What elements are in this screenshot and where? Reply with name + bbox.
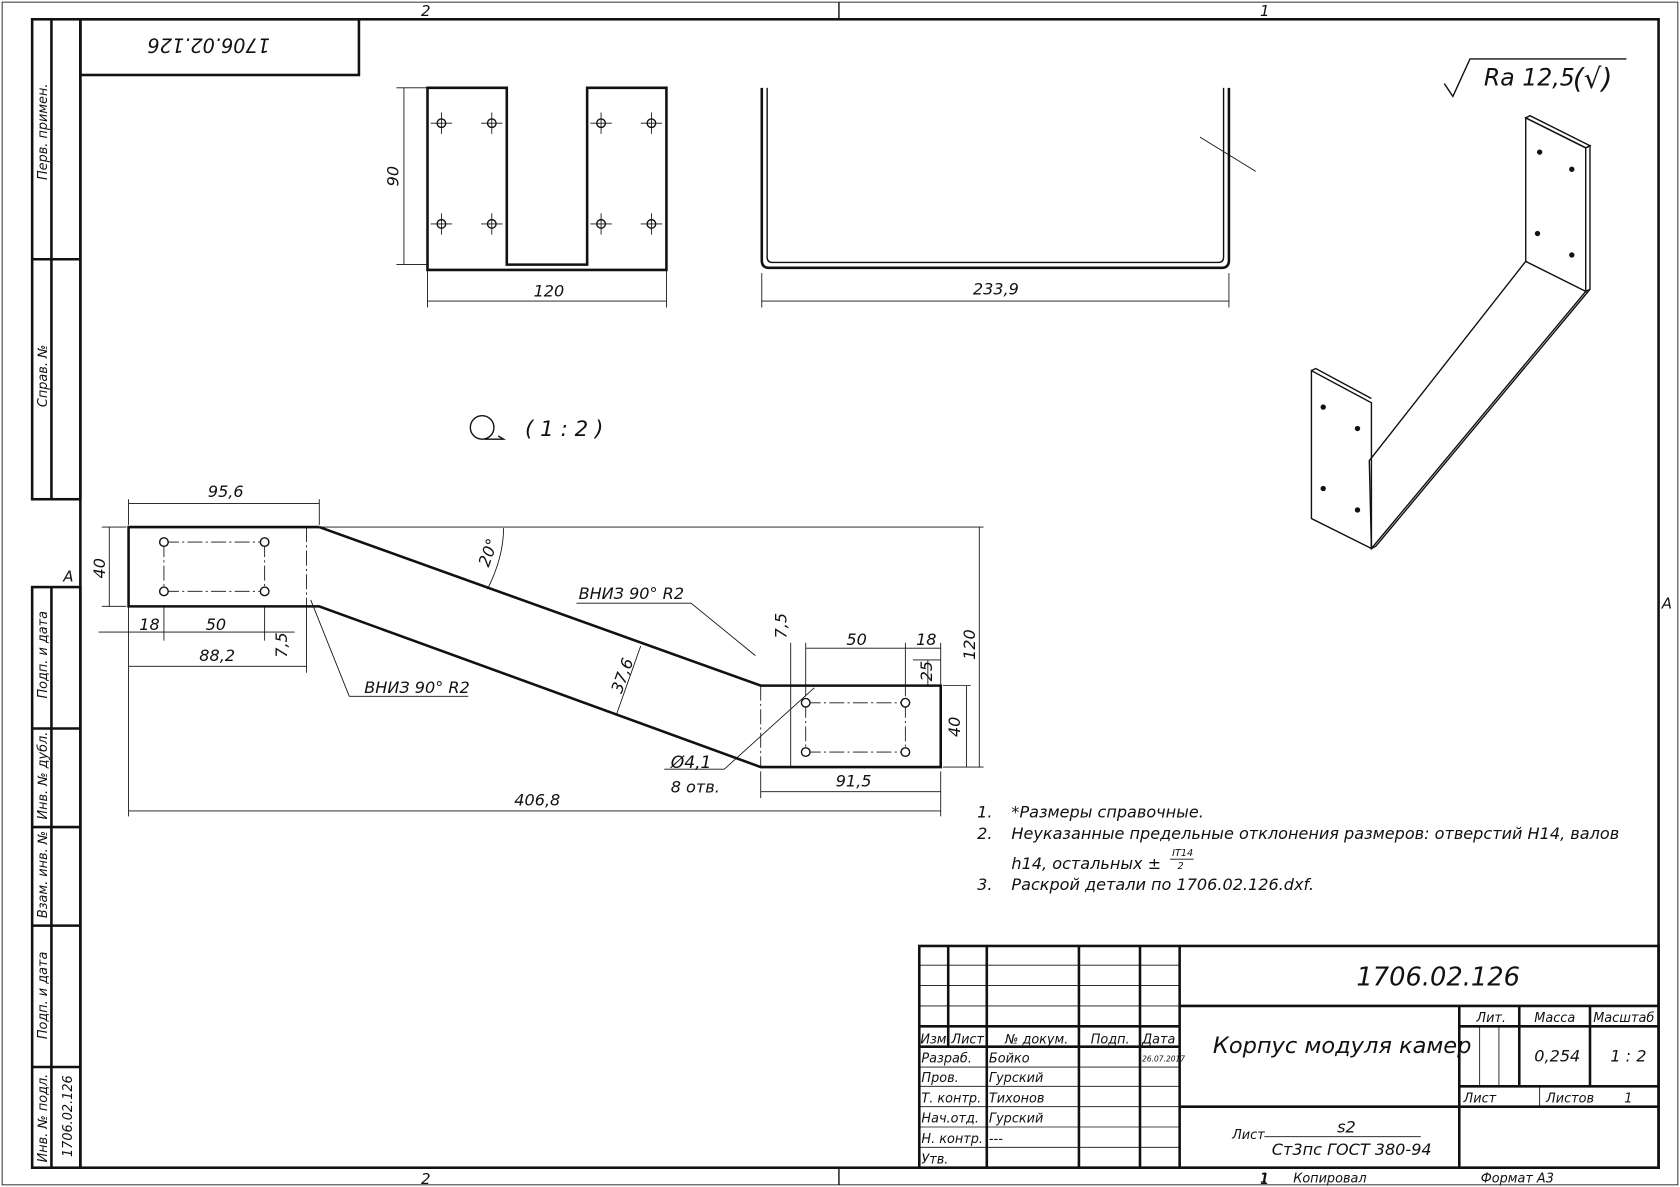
format-label: Формат A3 bbox=[1481, 1172, 1554, 1187]
dimension: 50 bbox=[846, 630, 866, 649]
view-scale: ( 1 : 2 ) bbox=[469, 414, 603, 442]
flat-pattern: 95,6 40 18 50 88,2 7,5 20° ВНИЗ 90° R2 В… bbox=[90, 482, 984, 817]
material-prefix: Лист bbox=[1231, 1128, 1265, 1143]
header-doc: № докум. bbox=[1004, 1032, 1068, 1047]
role-label: Н. контр. bbox=[921, 1132, 983, 1147]
strip-label: Перв. примен. bbox=[36, 84, 51, 180]
sheet-label: Лист bbox=[1463, 1091, 1497, 1106]
hole-note: Ø4,1 bbox=[670, 753, 712, 773]
bend-note: ВНИЗ 90° R2 bbox=[364, 678, 469, 697]
role-label: Пров. bbox=[921, 1071, 958, 1086]
strip-label: Подп. и дата bbox=[36, 611, 51, 699]
dimension: 7,5 bbox=[272, 632, 291, 658]
dimension: 95,6 bbox=[208, 482, 244, 501]
header-sign: Подп. bbox=[1091, 1032, 1130, 1047]
material-bottom: Ст3пс ГОСТ 380-94 bbox=[1272, 1140, 1432, 1159]
mass-value: 0,254 bbox=[1534, 1047, 1580, 1066]
role-date: 26.07.2017 bbox=[1142, 1055, 1185, 1064]
role-name: --- bbox=[989, 1132, 1003, 1147]
note-text: Неуказанные предельные отклонения размер… bbox=[1011, 824, 1619, 843]
top-view: 90 120 bbox=[384, 86, 668, 308]
dimension: 37,6 bbox=[607, 655, 637, 695]
role-name: Тихонов bbox=[989, 1091, 1044, 1106]
lit-label: Лит. bbox=[1475, 1011, 1506, 1026]
role-name: Гурский bbox=[989, 1071, 1043, 1086]
header-date: Дата bbox=[1141, 1032, 1175, 1047]
designation: 1706.02.126 bbox=[1356, 963, 1520, 993]
strip-label: Инв. № подл. bbox=[36, 1074, 51, 1163]
note-fraction-bottom: 2 bbox=[1178, 861, 1184, 872]
role-name: Гурский bbox=[989, 1112, 1043, 1127]
sheets-label: Листов bbox=[1545, 1091, 1594, 1106]
bend-note: ВНИЗ 90° R2 bbox=[579, 584, 684, 603]
zone-mark: 2 bbox=[421, 2, 431, 20]
dimension: 406,8 bbox=[514, 791, 560, 810]
mass-label: Масса bbox=[1534, 1011, 1575, 1026]
holes bbox=[158, 537, 911, 758]
dimension: 91,5 bbox=[836, 771, 872, 790]
dimension: 90 bbox=[384, 166, 403, 186]
note-number: 2. bbox=[977, 824, 992, 843]
holes bbox=[1320, 149, 1575, 513]
rotated-designation: 1706.02.126 bbox=[147, 34, 270, 57]
note-number: 3. bbox=[977, 875, 992, 894]
strip-label: Справ. № bbox=[36, 345, 51, 407]
strip-value: 1706.02.126 bbox=[61, 1075, 76, 1157]
technical-notes: 1. *Размеры справочные. 2. Неуказанные п… bbox=[977, 802, 1619, 894]
side-strip: Перв. примен. Справ. № Подп. и дата Инв.… bbox=[30, 17, 82, 1170]
copied-label: Копировал bbox=[1293, 1172, 1366, 1187]
dimension: 18 bbox=[916, 630, 936, 649]
note-text: h14, остальных ± bbox=[1011, 854, 1161, 873]
dimension: 120 bbox=[960, 629, 979, 660]
title-block: 1706.02.126 Корпус модуля камер Изм. Лис… bbox=[918, 944, 1660, 1187]
holes bbox=[430, 112, 663, 235]
surface-roughness: Ra 12,5 (√) bbox=[1443, 58, 1627, 98]
zone-mark: 1 bbox=[1260, 1170, 1270, 1187]
strip-label: Взам. инв. № bbox=[36, 831, 51, 918]
strip-label: Инв. № дубл. bbox=[36, 732, 51, 820]
dimension: 233,9 bbox=[973, 280, 1019, 299]
dimension: 7,5 bbox=[771, 613, 790, 639]
dimension: 120 bbox=[534, 282, 565, 301]
roughness-value: Ra 12,5 bbox=[1484, 64, 1575, 92]
zone-mark: 2 bbox=[421, 1170, 431, 1187]
note-text: Раскрой детали по 1706.02.126.dxf. bbox=[1011, 875, 1314, 894]
sheets-value: 1 bbox=[1624, 1091, 1632, 1106]
dimension: 50 bbox=[206, 615, 226, 634]
view-scale-label: ( 1 : 2 ) bbox=[525, 417, 603, 442]
note-number: 1. bbox=[977, 802, 992, 821]
scale-value: 1 : 2 bbox=[1610, 1047, 1646, 1066]
roughness-check-icon: (√) bbox=[1573, 62, 1612, 95]
zone-mark: A bbox=[62, 568, 73, 586]
scale-label: Масштаб bbox=[1593, 1011, 1654, 1026]
dimension: 25 bbox=[917, 661, 936, 681]
header-izm: Изм. bbox=[920, 1032, 950, 1047]
side-view: 233,9 bbox=[760, 87, 1256, 308]
dimension: 40 bbox=[90, 558, 109, 578]
role-label: Т. контр. bbox=[921, 1091, 981, 1106]
role-label: Нач.отд. bbox=[921, 1112, 979, 1127]
header-list: Лист bbox=[950, 1032, 984, 1047]
strip-label: Подп. и дата bbox=[36, 952, 51, 1040]
part-name: Корпус модуля камер bbox=[1213, 1033, 1472, 1059]
role-label: Разраб. bbox=[921, 1052, 971, 1067]
role-label: Утв. bbox=[921, 1152, 948, 1167]
copied-number: 1 bbox=[1260, 1172, 1268, 1187]
hole-note: 8 отв. bbox=[671, 778, 720, 797]
dimension: 18 bbox=[139, 615, 159, 634]
role-name: Бойко bbox=[989, 1052, 1030, 1067]
zone-mark: A bbox=[1661, 594, 1672, 612]
material-top: s2 bbox=[1337, 1117, 1356, 1136]
dimension: 40 bbox=[945, 717, 964, 737]
note-fraction-top: IT14 bbox=[1172, 848, 1193, 859]
note-text: *Размеры справочные. bbox=[1011, 802, 1203, 821]
zone-mark: 1 bbox=[1260, 2, 1270, 20]
rotated-designation-box: 1706.02.126 bbox=[79, 17, 361, 77]
dimension: 88,2 bbox=[199, 646, 235, 665]
isometric-view bbox=[1310, 114, 1592, 551]
